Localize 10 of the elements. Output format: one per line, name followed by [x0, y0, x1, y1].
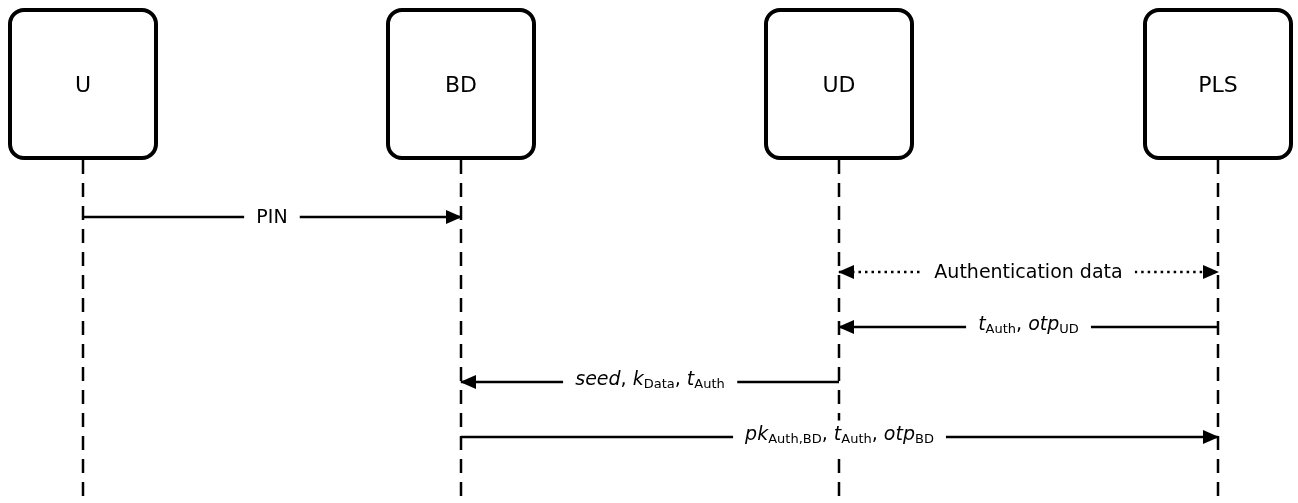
message-arrow: [459, 375, 841, 389]
message-arrow: [837, 320, 1220, 334]
participant-name: BD: [444, 71, 477, 97]
participant-name: UD: [822, 71, 856, 97]
message-label: pk$_{Auth,BD}$, t$_{Auth}$, otp$_{BD}$: [733, 420, 946, 451]
message-arrow: [81, 210, 463, 224]
message-arrow: [837, 265, 1220, 279]
message-arrow: [459, 430, 1220, 444]
participant-name: PLS: [1198, 71, 1238, 97]
participant-name: U: [74, 71, 92, 97]
